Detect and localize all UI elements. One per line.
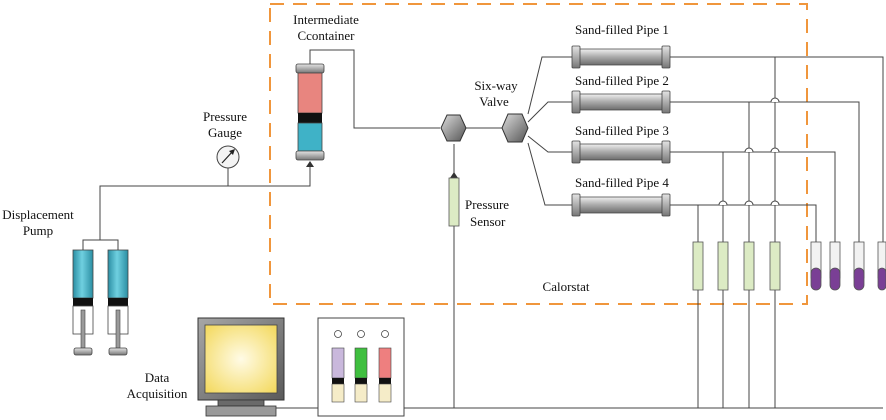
- data-acquisition-monitor: [197, 317, 285, 417]
- sand-pipe-4-label: Sand-filled Pipe 4: [575, 175, 669, 190]
- intermediate-container-label-2: Ccontainer: [297, 28, 355, 43]
- sand-pipe-2-label: Sand-filled Pipe 2: [575, 73, 669, 88]
- data-acquisition-label-2: Acquisition: [127, 386, 188, 401]
- sand-filled-pipe-3: [571, 140, 671, 164]
- sand-pipe-3-label: Sand-filled Pipe 3: [575, 123, 669, 138]
- sand-filled-pipe-4: [571, 193, 671, 217]
- collection-tubes: [810, 241, 886, 291]
- six-way-valve-label-1: Six-way: [474, 78, 518, 93]
- sand-pipe-1-label: Sand-filled Pipe 1: [575, 22, 669, 37]
- intermediate-container-label-1: Intermediate: [293, 12, 359, 27]
- connection-lines: [82, 49, 884, 409]
- calorstat-label: Calorstat: [543, 279, 590, 294]
- pressure-sensor-label-1: Pressure: [465, 197, 509, 212]
- pressure-gauge-label-1: Pressure: [203, 109, 247, 124]
- displacement-pump-label-2: Pump: [23, 223, 53, 238]
- pressure-gauge-label-2: Gauge: [208, 125, 242, 140]
- calorstat-boundary: [269, 3, 808, 305]
- pressure-gauge: [216, 145, 240, 169]
- data-acquisition-panel: [317, 317, 405, 417]
- displacement-pump-label-1: Displacement: [2, 207, 74, 222]
- pressure-tee-hex: [440, 114, 467, 142]
- six-way-valve-label-2: Valve: [479, 94, 509, 109]
- intermediate-container: [295, 63, 325, 167]
- data-acquisition-label-1: Data: [145, 370, 170, 385]
- sand-filled-pipe-2: [571, 90, 671, 114]
- sand-filled-pipe-1: [571, 45, 671, 69]
- six-way-valve-hex: [501, 113, 529, 143]
- displacement-pump: [72, 249, 129, 356]
- pressure-sensor: [448, 177, 460, 227]
- outlet-pressure-sensors: [692, 241, 781, 291]
- labels: Intermediate Ccontainer Sand-filled Pipe…: [2, 12, 669, 401]
- line-crossing-hops: [718, 97, 780, 206]
- pressure-sensor-label-2: Sensor: [470, 214, 506, 229]
